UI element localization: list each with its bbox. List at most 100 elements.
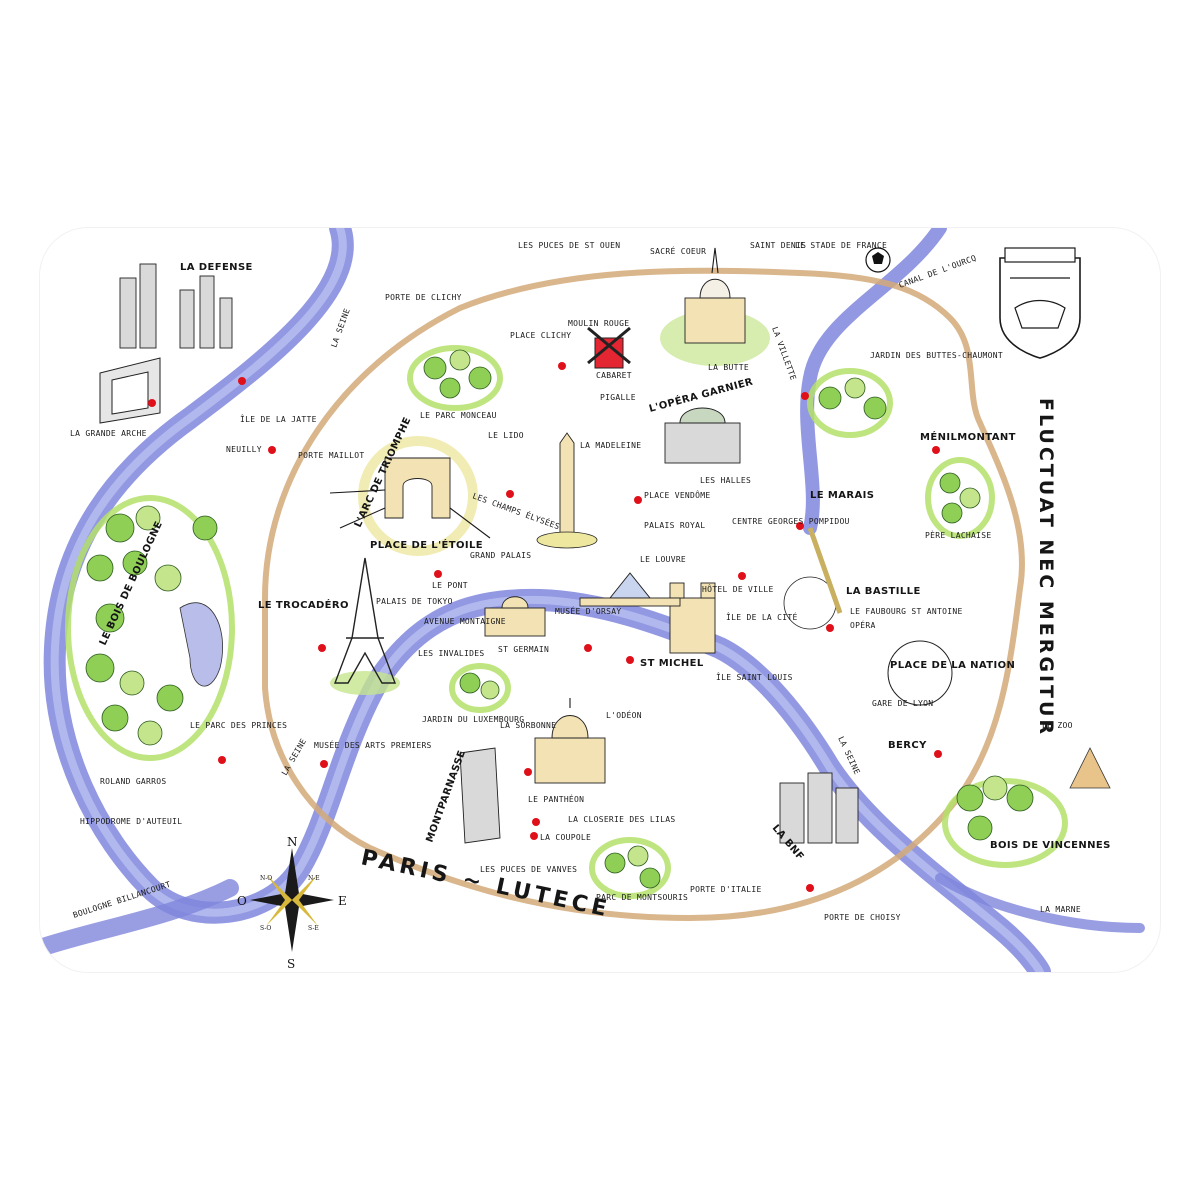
football-icon [865,247,891,273]
buttes-chaumont [807,368,893,438]
label-porte-maillot: PORTE MAILLOT [298,451,365,460]
coat-of-arms [999,247,1081,359]
label-la-butte: LA BUTTE [708,363,749,372]
label-trocadero: LE TROCADÉRO [258,598,349,611]
marker-palais-tokyo [434,570,442,578]
bois-de-vincennes [942,747,1111,868]
marker-trocadero [318,644,326,652]
compass-south: S [287,957,295,971]
label-pantheon: LE PANTHÉON [528,793,584,804]
label-la-villette: LA VILLETTE [770,326,798,382]
map-motto: FLUCTUAT NEC MERGITUR [1035,398,1057,737]
marker-ile-jatte [238,377,246,385]
notre-dame [669,582,716,654]
invalides [484,596,546,637]
pere-lachaise [925,457,995,539]
marker-saint-germain [584,644,592,652]
label-puces-vanves: LES PUCES DE VANVES [480,865,577,874]
marker-neuilly [268,446,276,454]
label-closerie: LA CLOSERIE DES LILAS [568,815,675,824]
label-porte-clichy: PORTE DE CLICHY [385,293,462,302]
label-les-halles: LES HALLES [700,476,751,485]
label-cabaret: CABARET [596,371,632,380]
marker-bercy [934,750,942,758]
marker-vendome [634,496,642,504]
eiffel-tower [330,557,400,695]
label-marais: LE MARAIS [810,490,874,501]
paris-illustrated-map: N S E O N-E N-O S-E S-O LA DEFENSE [40,228,1145,972]
label-place-nation: PLACE DE LA NATION [890,660,1015,671]
label-sacre-coeur: SACRÉ COEUR [650,245,706,256]
label-bercy: BERCY [888,740,927,751]
label-opera-bastille: OPÉRA [850,619,876,630]
label-le-stade: LE STADE DE FRANCE [795,241,887,250]
label-pigalle: PIGALLE [600,393,636,402]
compass-north: N [287,835,298,849]
label-grand-palais: GRAND PALAIS [470,551,531,560]
marker-coupole [530,832,538,840]
parc-monceau [407,345,503,411]
marker-arts-premiers [320,760,328,768]
label-bois-vincennes: BOIS DE VINCENNES [990,840,1111,851]
marker-menilmontant [932,446,940,454]
label-porte-italie: PORTE D'ITALIE [690,885,762,894]
moulin-rouge [587,326,631,369]
label-palais-tokyo: PALAIS DE TOKYO [376,597,453,606]
label-place-etoile: PLACE DE L'ÉTOILE [370,538,483,551]
label-coupole: LA COUPOLE [540,833,591,842]
arc-de-triomphe [329,436,491,556]
marker-hotel-ville [738,572,746,580]
label-faubourg: LE FAUBOURG ST ANTOINE [850,607,963,616]
label-louvre: LE LOUVRE [640,555,686,564]
label-le-zoo: LE ZOO [1042,721,1073,730]
opera-garnier [664,407,741,464]
label-parc-princes: LE PARC DES PRINCES [190,721,287,730]
label-pompidou: CENTRE GEORGES POMPIDOU [732,517,850,526]
la-defense-towers [99,263,233,424]
map-card: N S E O N-E N-O S-E S-O LA DEFENSE [40,228,1160,972]
label-montparnasse: MONTPARNASSE [424,749,468,844]
marker-closerie [532,818,540,826]
tour-montparnasse [459,747,501,844]
sacre-coeur [660,247,770,366]
label-odeon: L'ODÉON [606,709,642,720]
jardin-du-luxembourg [449,663,511,713]
compass-rose: N S E O N-E N-O S-E S-O [237,835,347,971]
location-markers [148,362,942,892]
label-moulin-rouge: MOULIN ROUGE [568,319,629,328]
label-gare-lyon: GARE DE LYON [872,699,933,708]
label-bois-boulogne: LE BOIS DE BOULOGNE [98,520,165,648]
label-avenue-montaigne: AVENUE MONTAIGNE [424,617,506,626]
river-seine [40,228,1145,972]
label-palais-royal: PALAIS ROYAL [644,521,705,530]
marker-parc-princes [218,756,226,764]
marker-place-clichy [558,362,566,370]
marker-grande-arche [148,399,156,407]
obelisque-concorde [536,432,598,549]
label-neuilly: NEUILLY [226,445,262,454]
label-seine-north: LA SEINE [329,307,351,349]
label-place-clichy: PLACE CLICHY [510,331,571,340]
compass-ne: N-E [308,875,320,882]
label-ile-st-louis: ÎLE SAINT LOUIS [716,671,793,682]
label-arts-premiers: MUSÉE DES ARTS PREMIERS [314,739,432,750]
pantheon [534,698,606,784]
label-ile-cite: ÎLE DE LA CITÉ [726,611,798,622]
map-title: PARIS ~ LUTECE [359,845,613,922]
compass-nw: N-O [260,875,272,882]
label-saint-denis: SAINT DENIS [750,241,806,250]
label-saint-germain: ST GERMAIN [498,645,549,654]
place-de-la-nation [887,640,953,706]
parc-montsouris [589,837,671,899]
label-hippodrome: HIPPODROME D'AUTEUIL [80,817,182,826]
marker-sorbonne [524,768,532,776]
label-parc-monceau: LE PARC MONCEAU [420,411,497,420]
label-porte-choisy: PORTE DE CHOISY [824,913,901,922]
label-les-puces: LES PUCES DE ST OUEN [518,241,620,250]
label-la-defense: LA DEFENSE [180,262,253,273]
label-sorbonne: LA SORBONNE [500,721,556,730]
compass-west: O [237,894,247,908]
city-boundary [262,267,1025,922]
bastille-column [783,527,843,630]
compass-sw: S-O [260,925,271,932]
